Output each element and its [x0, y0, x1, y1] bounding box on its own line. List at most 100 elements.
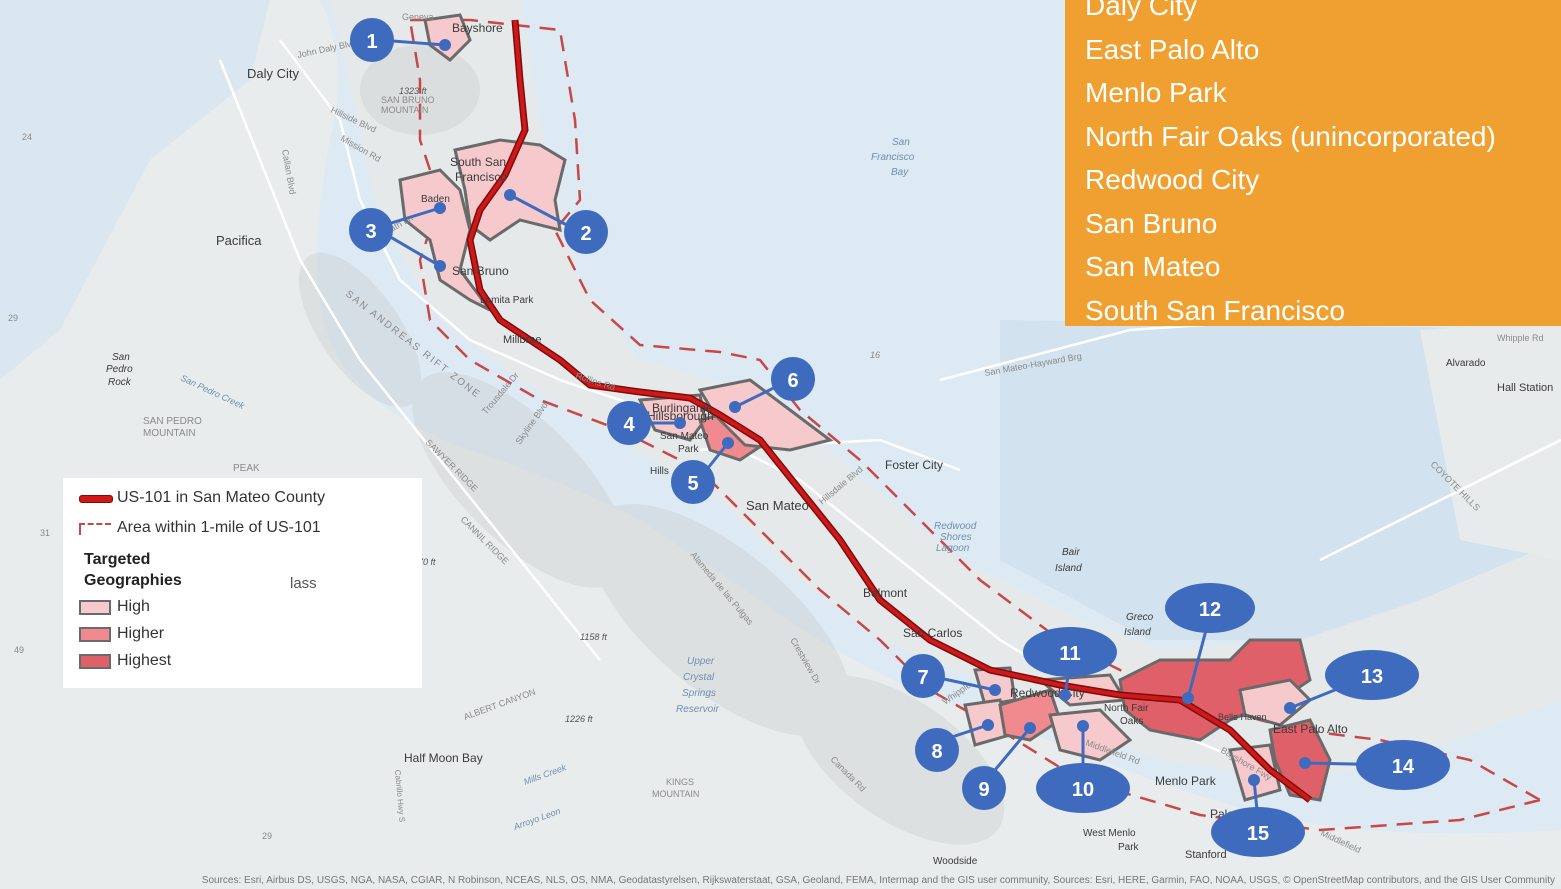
marker-8[interactable]: 8 — [915, 728, 959, 772]
label-peak: PEAK — [233, 463, 260, 474]
label-n16: 16 — [870, 350, 880, 360]
label-belle: Belle Haven — [1218, 712, 1267, 722]
label-stanford: Stanford — [1185, 849, 1227, 861]
label-smp-2: Park — [678, 444, 700, 455]
label-san-carlos: San Carlos — [903, 626, 962, 640]
svg-text:2: 2 — [580, 223, 591, 245]
label-elev-1226: 1226 ft — [565, 714, 593, 724]
marker-5[interactable]: 5 — [671, 460, 715, 504]
label-daly-city: Daly City — [247, 66, 300, 81]
cities-list: Daly City East Palo Alto Menlo Park Nort… — [1085, 0, 1561, 326]
legend-higher-row: Higher — [79, 625, 164, 643]
label-belmont: Belmont — [863, 586, 908, 600]
label-san-bruno: San Bruno — [452, 264, 509, 278]
label-whipple-rd: Whipple Rd — [1497, 333, 1544, 343]
marker-3[interactable]: 3 — [349, 208, 393, 252]
marker-1[interactable]: 1 — [350, 18, 394, 62]
legend-route-row: US-101 in San Mateo County — [79, 489, 325, 507]
label-half-moon: Half Moon Bay — [404, 751, 483, 765]
label-woodside: Woodside — [933, 856, 978, 867]
marker-14[interactable]: 14 — [1356, 740, 1450, 790]
svg-text:7: 7 — [917, 667, 928, 689]
geo-1 — [423, 13, 472, 62]
label-hall: Hall Station — [1497, 382, 1553, 394]
marker-13[interactable]: 13 — [1325, 650, 1419, 700]
label-kings-1: KINGS — [666, 777, 694, 787]
svg-text:3: 3 — [365, 221, 376, 243]
label-ssf-2: Francisco — [455, 170, 507, 184]
legend-targeted-title: Targeted Geographies — [84, 551, 182, 589]
geo-10 — [1048, 708, 1133, 762]
city-item: San Bruno — [1085, 207, 1218, 239]
marker-6[interactable]: 6 — [771, 357, 815, 401]
map-credits: Sources: Esri, Airbus DS, USGS, NGA, NAS… — [201, 875, 1555, 886]
label-n24: 24 — [22, 132, 32, 142]
city-item: Menlo Park — [1085, 77, 1227, 108]
legend-buffer-row: Area within 1-mile of US-101 — [79, 519, 321, 537]
route-swatch-icon — [79, 491, 113, 505]
marker-7[interactable]: 7 — [901, 654, 945, 698]
label-rs-1: Redwood — [934, 521, 977, 532]
legend-highest-label: Highest — [117, 652, 172, 669]
label-ucs-2: Crystal — [683, 672, 715, 683]
label-smp-1: San Mateo — [660, 431, 709, 442]
label-ssf-1: South San — [450, 155, 506, 169]
label-elev-370: 370 ft — [413, 557, 436, 567]
marker-11[interactable]: 11 — [1023, 627, 1117, 677]
marker-12[interactable]: 12 — [1165, 583, 1255, 633]
label-kings-2: MOUNTAIN — [652, 789, 699, 799]
label-alvarado: Alvarado — [1446, 358, 1486, 369]
marker-2[interactable]: 2 — [564, 210, 608, 254]
svg-text:14: 14 — [1392, 756, 1415, 778]
label-ucs-1: Upper — [687, 656, 715, 667]
svg-text:6: 6 — [787, 370, 798, 392]
high-swatch-icon — [79, 600, 111, 615]
label-greco-1: Greco — [1126, 612, 1154, 623]
svg-text:8: 8 — [931, 741, 942, 763]
label-lomita: Lomita Park — [480, 295, 534, 306]
label-rs-2: Shores — [940, 532, 972, 543]
city-item: South San Francisco — [1085, 294, 1345, 326]
geo-15 — [1228, 743, 1282, 802]
legend-class-fragment: lass — [290, 575, 317, 592]
svg-text:10: 10 — [1072, 779, 1094, 801]
label-hillsborough: Hillsborough — [647, 409, 714, 423]
south-bay-water — [1000, 320, 1561, 640]
marker-9[interactable]: 9 — [962, 766, 1006, 810]
svg-text:4: 4 — [623, 414, 635, 436]
label-pedro-1: San — [112, 352, 130, 363]
label-baden: Baden — [421, 194, 450, 205]
svg-text:15: 15 — [1247, 823, 1269, 845]
geo-13 — [1238, 678, 1313, 727]
label-pedro-3: Rock — [108, 377, 132, 388]
pacific-ocean — [0, 0, 270, 380]
label-sfbay-1: San — [892, 137, 910, 148]
label-bayshore: Bayshore — [452, 21, 503, 35]
label-geneva: Geneva — [402, 12, 434, 22]
svg-text:1: 1 — [366, 31, 377, 53]
city-item: Redwood City — [1085, 164, 1260, 195]
label-bair-1: Bair — [1062, 547, 1080, 558]
geo-6 — [697, 378, 834, 452]
label-pedro-2: Pedro — [106, 364, 133, 375]
label-redwood-city: Redwood City — [1010, 686, 1085, 700]
us-101-route-core — [467, 19, 1312, 802]
label-sfbay-3: Bay — [891, 167, 909, 178]
marker-10[interactable]: 10 — [1036, 763, 1130, 813]
label-sbm-2: MOUNTAIN — [381, 105, 428, 115]
label-millbrae: Millbrae — [503, 334, 542, 346]
buffer-swatch-icon — [79, 521, 111, 535]
legend-buffer-label: Area within 1-mile of US-101 — [117, 519, 321, 536]
label-ucs-4: Reservoir — [676, 704, 719, 715]
label-elev-1323: 1323 ft — [399, 86, 427, 96]
marker-15[interactable]: 15 — [1211, 807, 1305, 857]
label-spm-1: SAN PEDRO — [143, 416, 202, 427]
city-item: San Mateo — [1085, 251, 1221, 282]
map-legend: US-101 in San Mateo County Area within 1… — [63, 478, 422, 688]
label-nfo-2: Oaks — [1120, 716, 1143, 727]
label-spm-2: MOUNTAIN — [143, 428, 196, 439]
legend-high-label: High — [117, 598, 150, 615]
label-burlingame: Burlingame — [652, 401, 713, 415]
city-item: Daly City — [1085, 0, 1198, 21]
marker-4[interactable]: 4 — [607, 401, 651, 445]
